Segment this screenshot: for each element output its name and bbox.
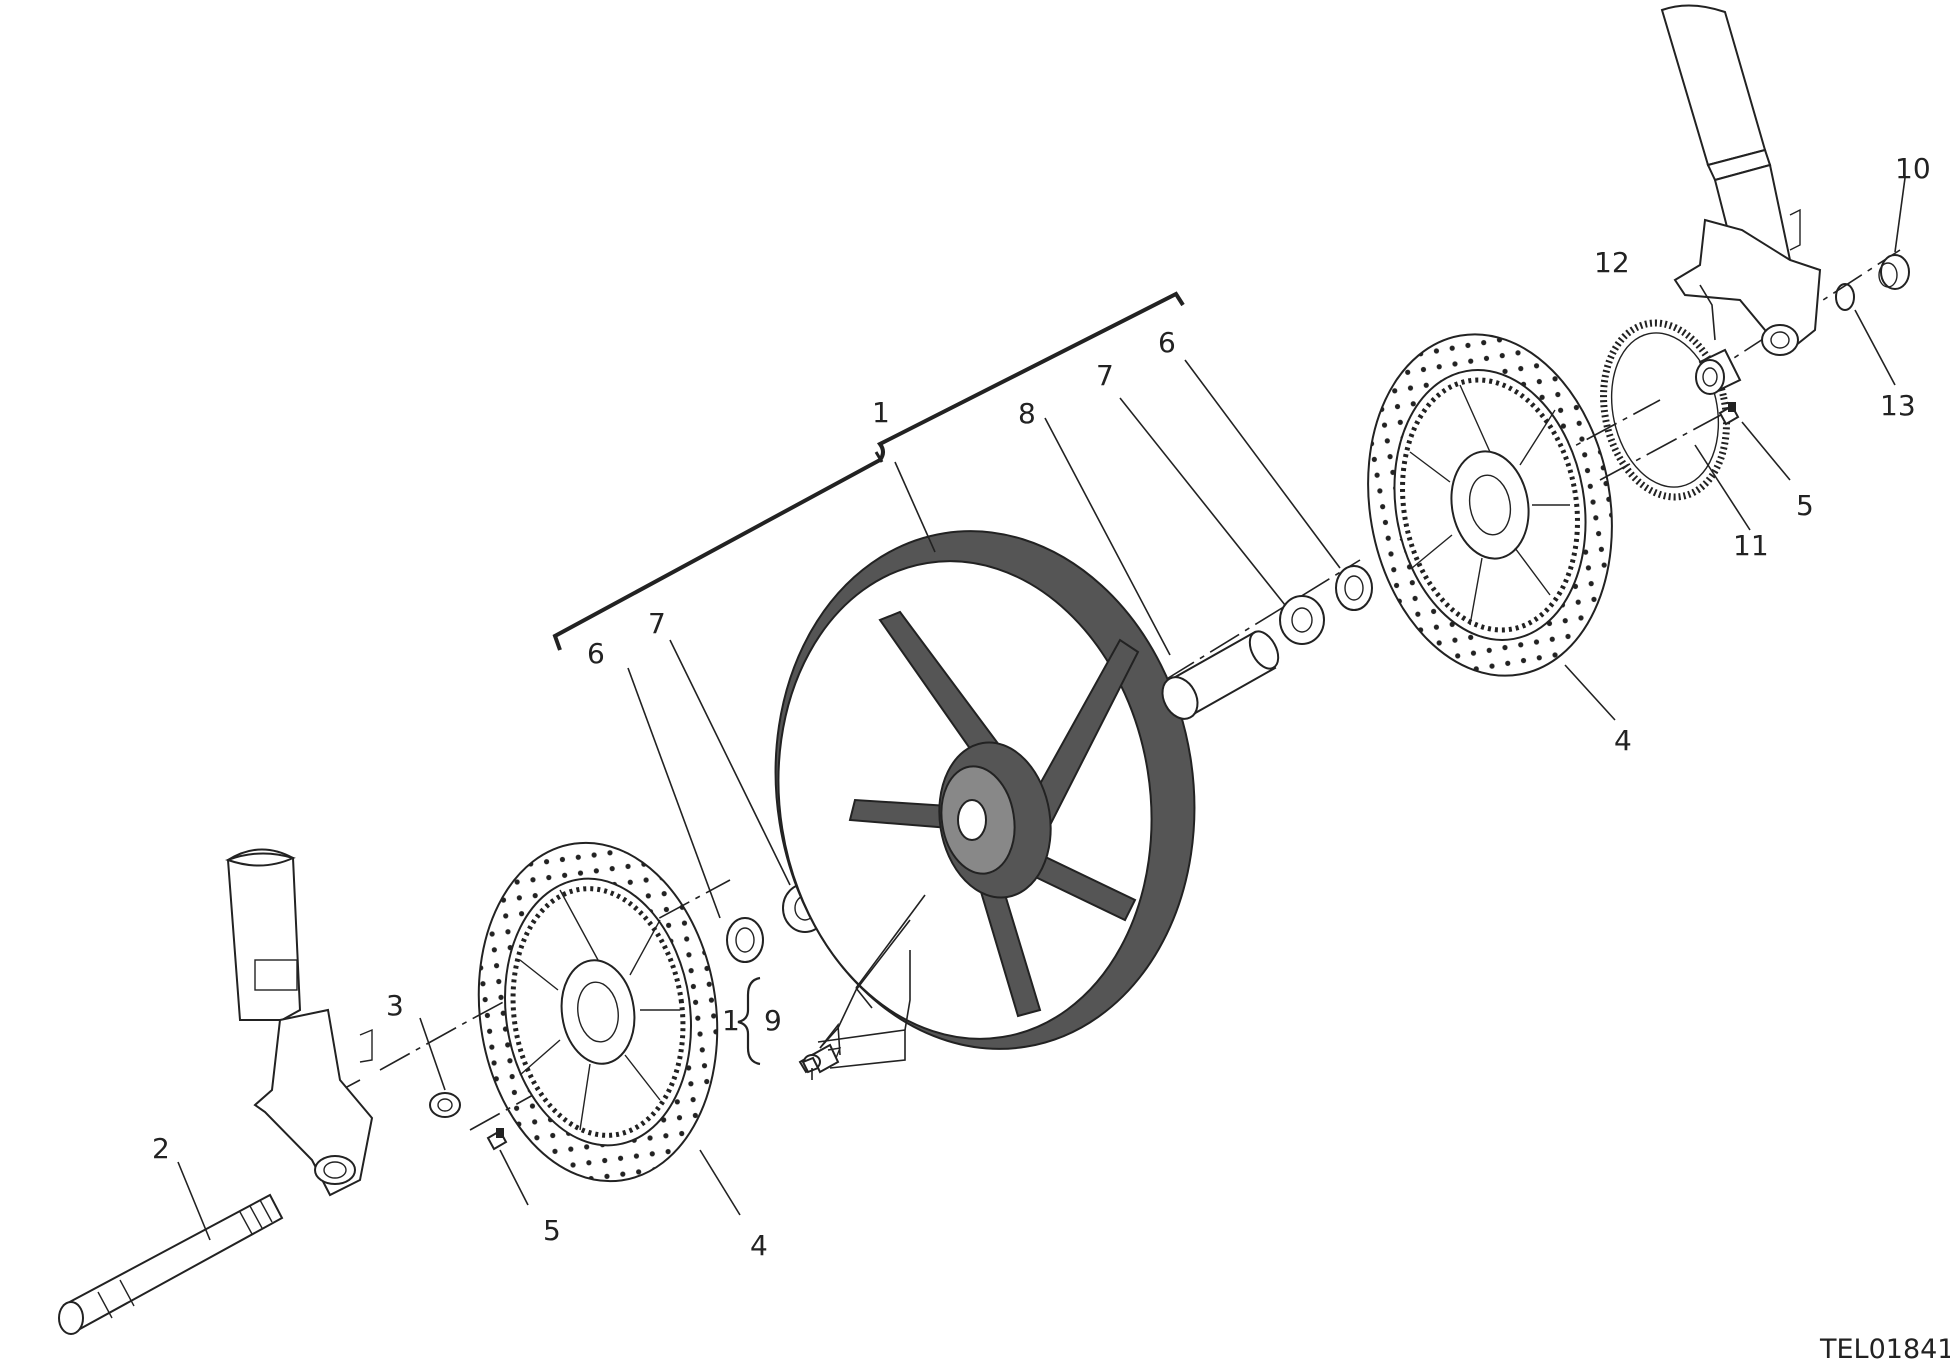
leader-lines: [177, 177, 1906, 1241]
left-spacer: [429, 1092, 461, 1118]
spacer-tube: [1161, 630, 1280, 720]
left-seal-ring: [726, 917, 764, 963]
group-brace: [737, 976, 761, 1066]
callout-1-top: 1: [872, 396, 890, 429]
front-wheel: [774, 530, 1196, 1050]
callout-9: 9: [764, 1004, 782, 1037]
circlip: [1835, 283, 1855, 311]
callout-3: 3: [386, 989, 404, 1022]
callout-5-right: 5: [1796, 489, 1814, 522]
callout-7-right: 7: [1096, 359, 1114, 392]
assembly-bracket: [552, 291, 1185, 651]
drawing-code: TEL01841: [1819, 1334, 1950, 1365]
callout-12: 12: [1594, 246, 1630, 279]
right-disc-screw: [1718, 402, 1740, 426]
right-fork-leg: [1660, 4, 1822, 356]
callout-8: 8: [1018, 397, 1036, 430]
right-bearing: [1279, 595, 1325, 645]
callout-labels: 1 1 2 3 4 4 5 5 6 6 7 7 8 9 10 11 12 13: [152, 152, 1931, 1262]
valve-nut-bottom: [801, 1056, 820, 1074]
axle-nut: [1878, 254, 1910, 290]
callout-1-group: 1: [722, 1004, 740, 1037]
left-disc-screw: [486, 1128, 508, 1151]
callout-13: 13: [1880, 389, 1916, 422]
right-spacer: [1695, 348, 1742, 395]
callout-6-right: 6: [1158, 326, 1176, 359]
front-axle: [58, 1193, 284, 1335]
callout-4-right: 4: [1614, 724, 1632, 757]
callout-6-left: 6: [587, 637, 605, 670]
callout-7-left: 7: [648, 607, 666, 640]
callout-11: 11: [1733, 529, 1769, 562]
callout-5-left: 5: [543, 1214, 561, 1247]
right-brake-disc: [1367, 333, 1613, 677]
abs-tone-wheel: [1600, 319, 1730, 501]
left-fork-leg: [225, 848, 374, 1197]
right-seal-ring: [1335, 565, 1373, 611]
callout-10: 10: [1895, 152, 1931, 185]
callout-2: 2: [152, 1132, 170, 1165]
callout-4-left: 4: [750, 1229, 768, 1262]
left-brake-disc: [477, 841, 719, 1183]
